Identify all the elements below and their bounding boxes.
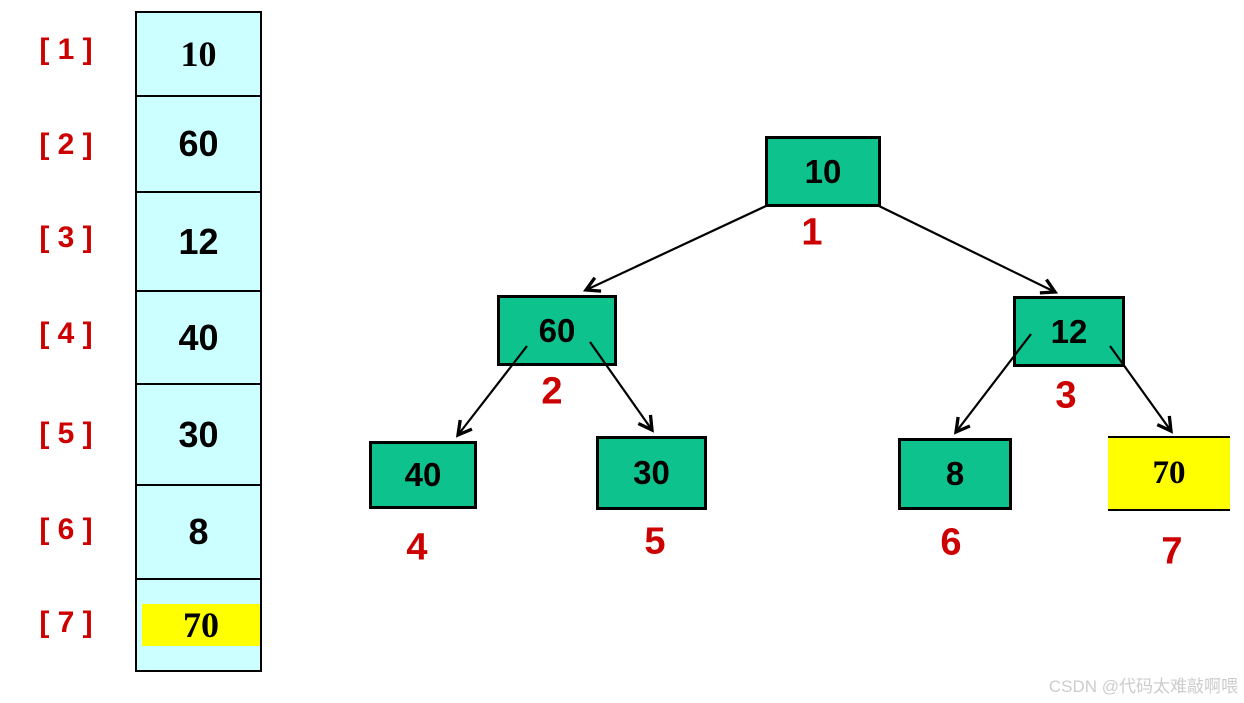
array-row: 30 (137, 385, 260, 486)
array-row: 10 (137, 13, 260, 97)
array-index-label: [ 4 ] (39, 317, 93, 350)
array-cell-value: 30 (178, 413, 219, 455)
array-row: 8 (137, 486, 260, 580)
array-index-label: [ 5 ] (39, 417, 93, 450)
array-row: 40 (137, 292, 260, 385)
tree-node-value: 30 (633, 454, 670, 491)
array-cell-value: 8 (188, 511, 209, 552)
watermark-text: CSDN @代码太难敲啊喂 (1048, 677, 1238, 696)
tree-edge-arrow-10-60 (586, 205, 767, 290)
tree-node-70-highlighted: 70 (1108, 436, 1230, 511)
array-index-label: [ 6 ] (39, 513, 93, 546)
array-cell-value: 70 (183, 605, 219, 645)
array-row: 60 (137, 97, 260, 193)
tree-node-value: 70 (1152, 455, 1186, 491)
tree-node-40: 40 (369, 441, 477, 509)
tree-order-label: 6 (940, 521, 962, 564)
tree-node-value: 60 (538, 311, 576, 349)
array-row-highlighted: 70 (137, 580, 260, 670)
array-index-label: [ 3 ] (39, 221, 93, 254)
array-index-label: [ 7 ] (39, 606, 93, 639)
array-column: 10 60 12 40 30 8 70 (135, 11, 262, 672)
tree-node-value: 12 (1050, 312, 1088, 350)
tree-order-label: 4 (406, 526, 428, 569)
tree-node-60: 60 (497, 295, 617, 366)
tree-node-8: 8 (898, 438, 1012, 510)
tree-order-label: 3 (1055, 374, 1077, 417)
tree-order-label: 1 (801, 211, 823, 254)
tree-node-value: 10 (804, 152, 842, 190)
array-row: 12 (137, 193, 260, 292)
array-cell-value: 60 (178, 123, 219, 164)
array-index-label: [ 2 ] (39, 128, 93, 161)
tree-node-12: 12 (1013, 296, 1125, 367)
tree-order-label: 2 (541, 370, 563, 413)
array-cell-value: 12 (178, 220, 219, 262)
tree-node-value: 40 (404, 456, 442, 493)
tree-order-label: 7 (1161, 530, 1183, 573)
array-index-label: [ 1 ] (39, 33, 93, 66)
tree-node-10: 10 (765, 136, 881, 207)
array-cell-highlight: 70 (142, 604, 260, 646)
tree-order-label: 5 (644, 520, 666, 563)
array-cell-value: 40 (178, 316, 219, 358)
array-cell-value: 10 (180, 34, 217, 74)
tree-node-value: 8 (945, 455, 965, 492)
tree-node-30: 30 (596, 436, 707, 510)
tree-edge-arrow-10-12 (878, 205, 1055, 292)
